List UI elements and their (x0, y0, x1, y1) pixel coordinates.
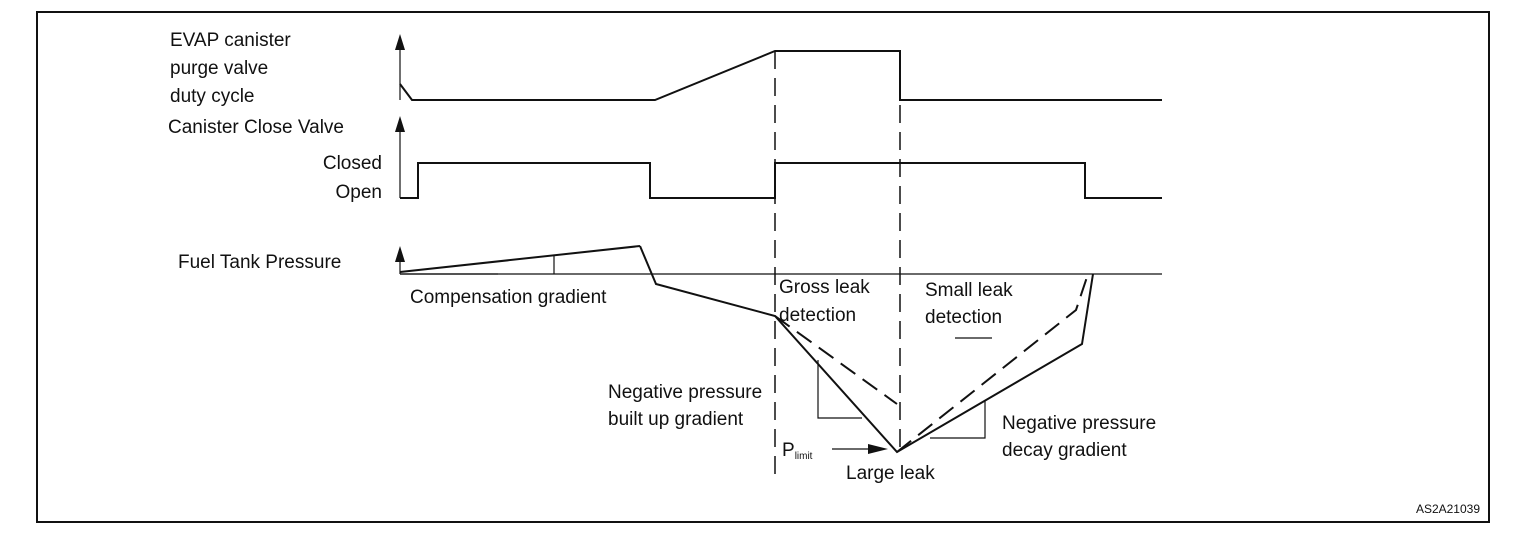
evap-label-line1: EVAP canister (170, 30, 291, 51)
close-valve-axis-arrow (395, 116, 405, 198)
close-valve-label: Canister Close Valve (168, 117, 344, 138)
evap-label-line3: duty cycle (170, 86, 254, 107)
gross-leak-label-line1: Gross leak (779, 277, 870, 298)
evap-label-line2: purge valve (170, 58, 268, 79)
evap-axis-arrow (395, 34, 405, 100)
pressure-curve-small-leak (896, 273, 1089, 453)
small-leak-label-line1: Small leak (925, 280, 1013, 301)
decay-gradient-bracket (930, 400, 986, 439)
pressure-curve-gross-leak (774, 315, 898, 405)
close-valve-signal (400, 162, 1162, 199)
p-limit-sub: limit (795, 451, 813, 462)
p-limit-main: P (782, 440, 795, 461)
gross-leak-label-line2: detection (779, 305, 856, 326)
evap-duty-cycle-signal (399, 50, 1162, 101)
figure-code: AS2A21039 (1416, 502, 1480, 516)
compensation-rise (399, 245, 641, 273)
open-state-label: Open (336, 182, 382, 203)
fuel-tank-pressure-label: Fuel Tank Pressure (178, 252, 341, 273)
negative-decay-label-line1: Negative pressure (1002, 413, 1156, 434)
negative-built-up-label-line2: built up gradient (608, 409, 744, 430)
fuel-tank-axis-arrow (395, 246, 405, 274)
built-up-gradient-bracket (817, 360, 862, 419)
large-leak-label: Large leak (846, 463, 935, 484)
pressure-curve-main (639, 245, 1094, 454)
closed-state-label: Closed (323, 153, 382, 174)
diagram-frame (36, 11, 1490, 523)
compensation-gradient-label: Compensation gradient (410, 287, 607, 308)
small-leak-label-line2: detection (925, 307, 1002, 328)
p-limit-label: Plimit (782, 440, 813, 462)
negative-decay-label-line2: decay gradient (1002, 440, 1127, 461)
negative-built-up-label-line1: Negative pressure (608, 382, 762, 403)
p-limit-arrow (832, 444, 888, 454)
